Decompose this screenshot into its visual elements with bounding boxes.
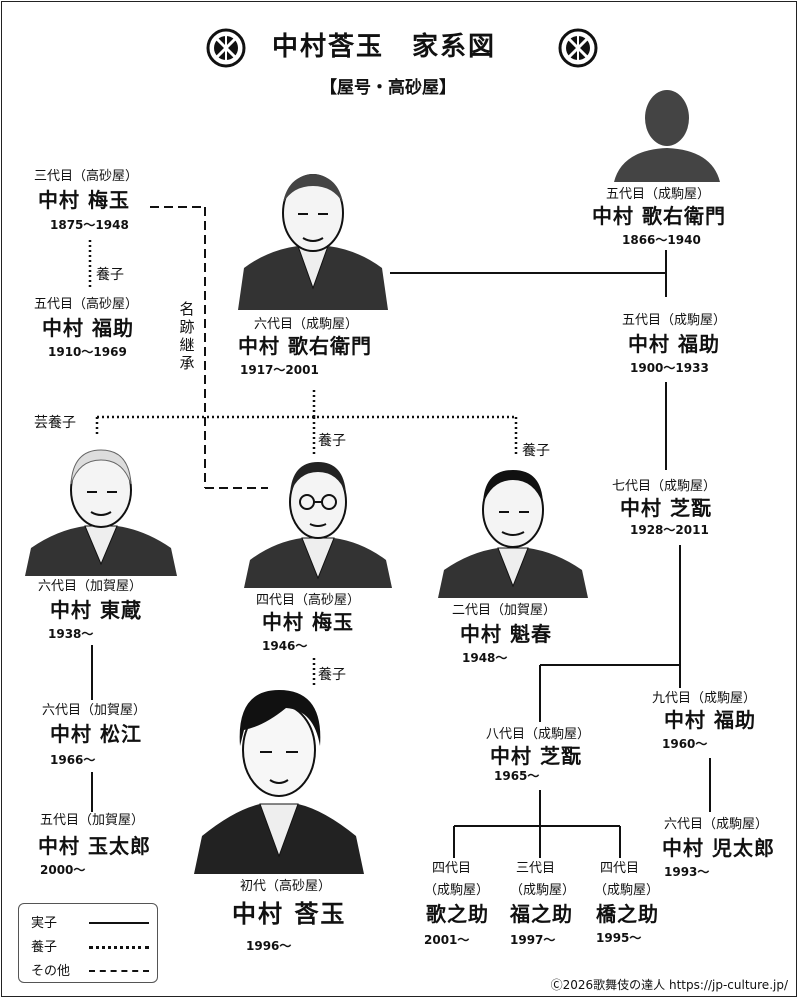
gen-kotaro6: 六代目（成駒屋）: [664, 817, 769, 832]
gen1-hashinosuke4: 四代目: [600, 861, 640, 876]
legend-dotted-line: [89, 946, 149, 949]
gen2-hashinosuke4: （成駒屋）: [594, 883, 660, 898]
name-succession-char: 承: [179, 354, 195, 372]
years-kotaro6: 1993～: [664, 865, 710, 879]
gen-kazutama1: 初代（高砂屋）: [240, 879, 332, 894]
name-succession-char: 名: [179, 300, 195, 318]
legend-adopted-label: 養子: [31, 940, 58, 955]
portrait-utaemon6: [238, 174, 388, 310]
gen-shikan7: 七代目（成駒屋）: [612, 479, 717, 494]
gen2-utanosuke4: （成駒屋）: [424, 883, 490, 898]
name-succession-char: 跡: [179, 318, 195, 336]
page-title: 中村莟玉 家系図: [272, 32, 497, 62]
gen-tozo6: 六代目（加賀屋）: [38, 579, 143, 594]
years-shikan8: 1965～: [494, 769, 540, 783]
name-umetama3: 中村 梅玉: [38, 188, 130, 212]
portrait-kazutama1: [194, 690, 364, 874]
years-kaishun2: 1948～: [462, 651, 508, 665]
family-crest-icon-left: [206, 28, 246, 68]
name-utaemon5: 中村 歌右衛門: [592, 204, 726, 228]
name-kazutama1: 中村 莟玉: [232, 899, 347, 928]
name-hashinosuke4: 橋之助: [596, 902, 659, 926]
gen-umetama4: 四代目（高砂屋）: [256, 593, 361, 608]
years-utaemon5: 1866～1940: [622, 233, 701, 247]
gen-fukusuke5t: 五代目（高砂屋）: [34, 297, 139, 312]
years-kazutama1: 1996～: [246, 939, 292, 953]
name-shikan7: 中村 芝翫: [620, 496, 712, 520]
name-utaemon6: 中村 歌右衛門: [238, 334, 372, 358]
rel-adopted-kazutama: 養子: [318, 667, 346, 683]
name-fukusuke9: 中村 福助: [664, 708, 756, 732]
years-fukusuke9: 1960～: [662, 737, 708, 751]
years-fukunosuke3: 1997～: [510, 933, 556, 947]
portrait-kaishun2: [438, 470, 588, 598]
legend-dashed-line: [89, 970, 149, 972]
years-fukusuke5t: 1910～1969: [48, 345, 127, 359]
silhouette-portrait-utaemon5: [614, 90, 720, 182]
name-kotaro6: 中村 児太郎: [662, 836, 775, 860]
years-umetama3: 1875～1948: [50, 218, 129, 232]
gen-umetama3: 三代目（高砂屋）: [34, 169, 139, 184]
gen1-utanosuke4: 四代目: [432, 861, 472, 876]
portrait-tozo6: [25, 449, 177, 576]
years-shoko6: 1966～: [50, 753, 96, 767]
gen-utaemon6: 六代目（成駒屋）: [254, 317, 359, 332]
name-tozo6: 中村 東蔵: [50, 598, 142, 622]
gen1-fukunosuke3: 三代目: [516, 861, 556, 876]
name-fukusuke5n: 中村 福助: [628, 332, 720, 356]
page-subtitle: 【屋号・高砂屋】: [320, 78, 456, 98]
years-umetama4: 1946～: [262, 639, 308, 653]
name-succession-char: 継: [179, 336, 195, 354]
line-legend: 実子 養子 その他: [18, 903, 158, 983]
rel-adopted-fukusuke5t: 養子: [96, 267, 124, 283]
gen-fukusuke9: 九代目（成駒屋）: [652, 691, 757, 706]
years-shikan7: 1928～2011: [630, 523, 709, 537]
legend-other-label: その他: [31, 964, 71, 979]
rel-adopted-umetama4: 養子: [318, 433, 346, 449]
years-tamataro5: 2000～: [40, 863, 86, 877]
name-umetama4: 中村 梅玉: [262, 610, 354, 634]
name-fukusuke5t: 中村 福助: [42, 316, 134, 340]
name-kaishun2: 中村 魁春: [460, 622, 552, 646]
gen-tamataro5: 五代目（加賀屋）: [40, 813, 145, 828]
rel-adopted-kaishun2: 養子: [522, 443, 550, 459]
legend-real-child-label: 実子: [31, 916, 58, 931]
legend-solid-line: [89, 922, 149, 924]
years-hashinosuke4: 1995～: [596, 931, 642, 945]
years-fukusuke5n: 1900～1933: [630, 361, 709, 375]
gen-utaemon5: 五代目（成駒屋）: [606, 187, 711, 202]
name-shikan8: 中村 芝翫: [490, 744, 582, 768]
name-utanosuke4: 歌之助: [426, 902, 489, 926]
name-fukunosuke3: 福之助: [510, 902, 573, 926]
gen-shikan8: 八代目（成駒屋）: [486, 727, 591, 742]
years-utaemon6: 1917～2001: [240, 363, 319, 377]
rel-art-adopted-tozo6: 芸養子: [34, 415, 76, 431]
gen-shoko6: 六代目（加賀屋）: [42, 703, 147, 718]
years-tozo6: 1938～: [48, 627, 94, 641]
portrait-umetama4: [244, 462, 392, 588]
gen-kaishun2: 二代目（加賀屋）: [452, 603, 557, 618]
years-utanosuke4: 2001～: [424, 933, 470, 947]
copyright-credit: Ⓒ2026歌舞伎の達人 https://jp-culture.jp/: [550, 978, 788, 992]
gen2-fukunosuke3: （成駒屋）: [510, 883, 576, 898]
name-tamataro5: 中村 玉太郎: [38, 834, 151, 858]
family-crest-icon-right: [558, 28, 598, 68]
name-succession-label: 名 跡 継 承: [178, 300, 196, 372]
gen-fukusuke5n: 五代目（成駒屋）: [622, 313, 727, 328]
name-shoko6: 中村 松江: [50, 722, 142, 746]
